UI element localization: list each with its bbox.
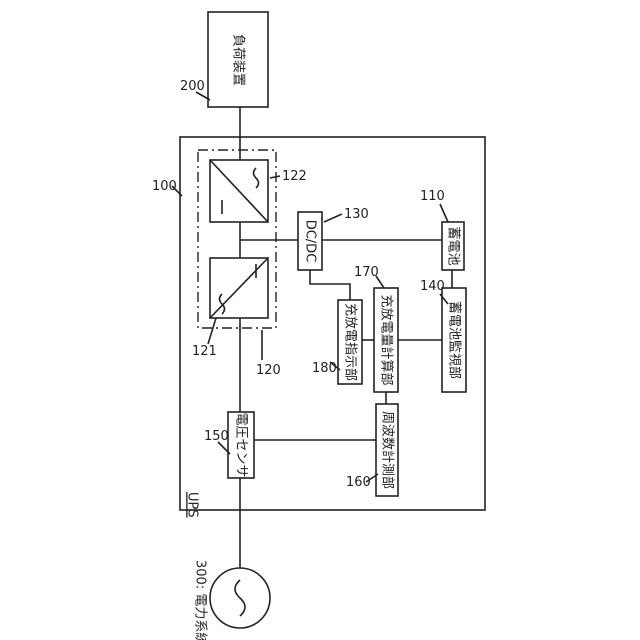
charge-calc-ref: 170 bbox=[354, 265, 379, 280]
voltage-sensor-ref: 150 bbox=[204, 429, 229, 444]
battery-ref: 110 bbox=[420, 189, 445, 204]
load-device-ref: 200 bbox=[180, 79, 205, 94]
battery-leader bbox=[440, 204, 448, 222]
battery-label: 蓄電池 bbox=[446, 226, 461, 265]
charge-instruct-label: 充放電指示部 bbox=[343, 303, 359, 381]
dcdc-label: DC/DC bbox=[303, 220, 318, 263]
frequency-meter-label: 周波数計測部 bbox=[380, 411, 396, 489]
inverter-leader bbox=[270, 176, 280, 178]
line-instruct-to-dcdc bbox=[310, 270, 350, 300]
charge-instruct-ref: 180 bbox=[312, 361, 337, 376]
converter-group-ref: 120 bbox=[256, 363, 281, 378]
charge-calc-leader bbox=[376, 276, 384, 288]
frequency-meter-ref: 160 bbox=[346, 475, 371, 490]
load-device-label: 負荷装置 bbox=[231, 34, 246, 86]
power-grid-label: 300: 電力系統 bbox=[193, 560, 208, 640]
voltage-sensor-label: 電圧センサ bbox=[234, 412, 249, 477]
inverter-ref: 122 bbox=[282, 169, 307, 184]
ups-label: UPS bbox=[185, 492, 200, 518]
charge-calc-label: 充放電量計算部 bbox=[379, 294, 395, 385]
converter-leader bbox=[208, 318, 216, 344]
dcdc-leader bbox=[324, 214, 342, 222]
dcdc-ref: 130 bbox=[344, 207, 369, 222]
battery-monitor-ref: 140 bbox=[420, 279, 445, 294]
converter-ref: 121 bbox=[192, 344, 217, 359]
battery-monitor-label: 蓄電池監視部 bbox=[447, 301, 463, 379]
